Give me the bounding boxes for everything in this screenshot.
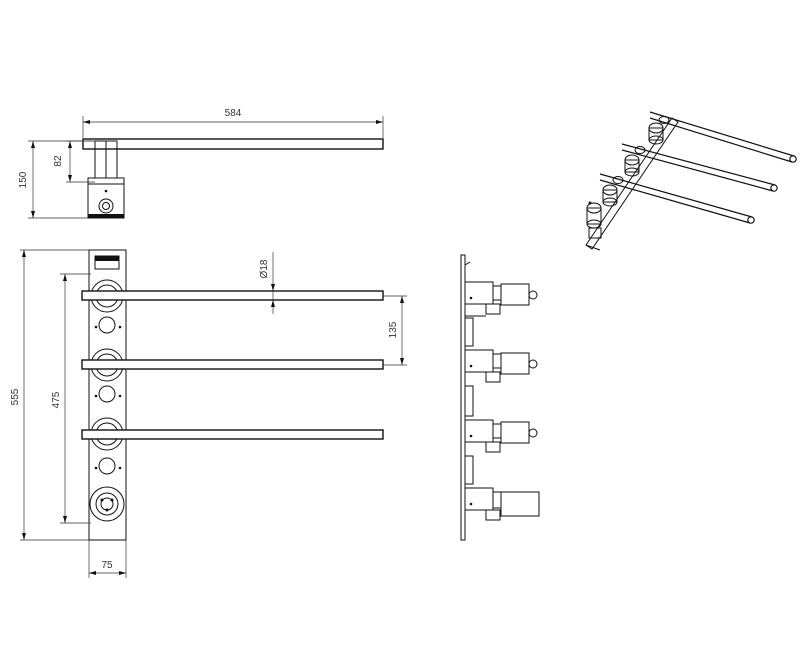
dim-total-height: 555 xyxy=(10,388,21,405)
dim-top-depth: 82 xyxy=(53,155,64,167)
front-view: 555 475 135 Ø18 75 xyxy=(10,249,407,578)
isometric-view xyxy=(585,111,797,251)
dim-top-height: 150 xyxy=(18,171,29,188)
dim-plate-width: 75 xyxy=(101,560,113,571)
dim-bar-span: 475 xyxy=(51,391,62,408)
dim-bar-diameter: Ø18 xyxy=(259,259,270,278)
dim-top-length: 584 xyxy=(225,108,242,119)
side-view xyxy=(460,254,540,541)
top-view: 584 82 150 xyxy=(18,108,384,219)
dim-bar-pitch: 135 xyxy=(388,321,399,338)
